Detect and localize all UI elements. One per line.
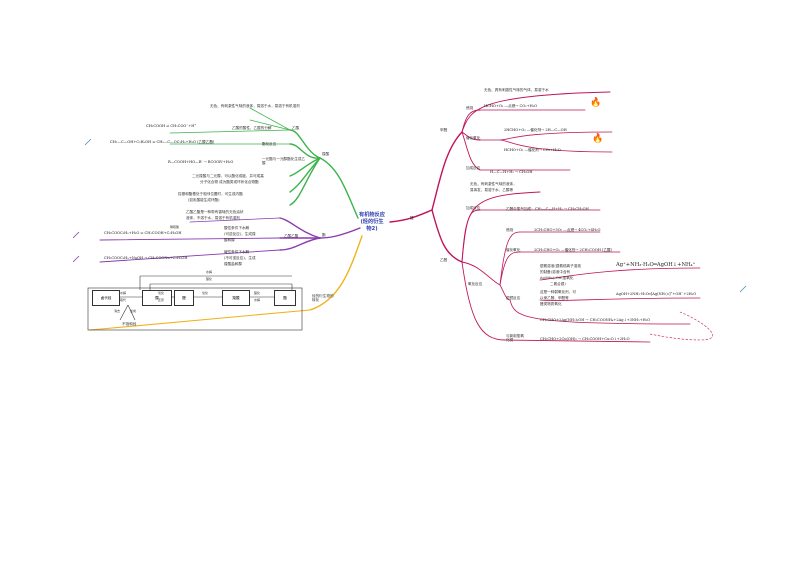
flow-top: 酯化 [206, 277, 213, 281]
flow-acid: 羧酸 [222, 290, 250, 306]
flow-unsat: 不饱和烃 [122, 322, 137, 326]
ch3cho-mirror: 银镜反应 [506, 296, 521, 300]
flow-sub: 取代 [120, 298, 127, 302]
acid-note-2: (如乳酸能生成环酯) [188, 198, 220, 202]
flow-hydro2: 水解 [254, 298, 261, 302]
ch3cho-cu: 与新制氢氧化铜 [506, 334, 524, 343]
hcho-cat-eq2: HCHO+O₂ —催化剂→ CO₂+H₂O [504, 148, 561, 152]
center-node: 有机物反应 (烃的衍生 物2) [358, 212, 386, 232]
mirror-desc-4: 二氨合银) [550, 282, 566, 286]
ester-base-label-2: (不可逆反应)，生成 [224, 256, 256, 260]
ch3cho-burn: 燃烧 [506, 228, 514, 232]
ch3cho-cat-eq: 2CH₃CHO+O₂ —催化剂→ 2CH₃COOH (乙酸) [534, 248, 613, 252]
mirror-eq: CH₃CHO+2Ag(NH₃)₂OH → CH₃COONH₄+2Ag↓+3NH₃… [540, 318, 651, 322]
acid-ionize-label: 乙酸的酸性、乙酸的分解 [232, 126, 272, 130]
acid-esterify-label: 酯化反应 [262, 142, 277, 146]
ester-base-label-3: 羧酸盐和醇 [224, 262, 242, 266]
ch3cho-cat: 催化氧化 [506, 248, 521, 252]
branch-relation: 烃的衍生物的转化 [312, 294, 334, 303]
center-title-3: 物2) [366, 225, 378, 232]
acid-sub: 乙酸 [292, 126, 300, 130]
hcho-cat-eq: 2HCHO+O₂ —催化剂→ 2H—C—OH [504, 128, 567, 132]
ester-acid-eq: CH₃COOC₂H₅+H₂O ⇌ CH₃COOH+C₂H₅OH [104, 231, 182, 235]
flame-icon: 🔥 [592, 134, 604, 144]
acid-di-2: 分子化合物 成为酯类或环状化合物酯 [200, 180, 259, 184]
flow-hydro: 水解 [120, 291, 127, 295]
branch-aldehyde: 醛 [410, 216, 414, 220]
mirror-desc-3: Ag(NH₃)₂OH(氢氧化 [540, 276, 574, 280]
center-title-2: (烃的衍生 [360, 218, 384, 225]
branch-acid: 羧酸 [322, 152, 330, 156]
mirror-desc-2: 的制备)溶液中含有 [540, 270, 571, 274]
hcho-add-eq: H—C—H+H₂ → CH₃OH [490, 170, 533, 174]
hcho-add: 加成反应 [466, 166, 481, 170]
acid-props: 无色、有刺激性气味的液体，易溶于水，易溶于有机溶剂 [210, 104, 300, 108]
ch3cho-props-2: 易挥发，易溶于水、乙醇等 [470, 188, 514, 192]
ch3cho-add: 加成反应 [466, 206, 481, 210]
hcho-burn-eq: HCHO+O₂ —点燃→ CO₂+H₂O [484, 104, 538, 108]
flow-oxid: 氧化 [158, 291, 165, 295]
acid-general-label: 一元酯与一元醇酯化生成乙酸 [262, 157, 306, 166]
hcho-cat: 催化氧化 [466, 136, 481, 140]
ester-acid-label-2: (可逆反应)，生成羧 [224, 232, 256, 236]
center-title-1: 有机物反应 [359, 212, 385, 218]
cu-eq: CH₃CHO+2Cu(OH)₂ → CH₃COOH+Cu₂O↓+2H₂O [540, 337, 630, 341]
hcho-burn: 燃烧 [466, 106, 474, 110]
ester-props-2: 液体，不溶于水，易溶于有机溶剂 [186, 216, 240, 220]
flame-icon: 🔥 [590, 98, 602, 108]
branch-hcho: 甲醛 [440, 128, 448, 132]
ester-props-1: 乙酸乙酯是一种带有香味的无色油状 [186, 210, 244, 214]
ch3cho-ox: 氧化反应 [468, 282, 483, 286]
flow-ester-label: 酯化 [254, 291, 261, 295]
mirror-desc-1: 银氨溶液(银氨络离子溶液 [540, 264, 581, 268]
ester-acid-cond: 稀硫酸 [170, 225, 180, 229]
flow-ester: 酯 [274, 290, 296, 306]
mirror-desc-7: 醛类物质氧化 [540, 302, 562, 306]
ester-base-eq: CH₃COOC₂H₅+NaOH → CH₃COONa+C₂H₅OH [104, 256, 188, 260]
ag-eq-1: Ag⁺+NH₃·H₂O═AgOH↓+NH₄⁺ [616, 262, 696, 268]
ester-base-label-1: 碱性条件下水解 [224, 250, 250, 254]
flow-elim: 消去 [114, 309, 121, 313]
ester-acid-label-1: 酸性条件下水解 [224, 226, 250, 230]
flow-aldehyde: 醛 [174, 290, 194, 306]
ch3cho-burn-eq: 2CH₃CHO+5O₂ —点燃→ 4CO₂+4H₂O [534, 228, 601, 232]
ag-eq-2: AgOH+2NH₃·H₂O═[Ag(NH₃)₂]⁺+OH⁻+2H₂O [616, 292, 697, 296]
mirror-desc-5: 这是一种弱氧化剂，可 [540, 290, 576, 294]
flow-haloalkane: 卤代烃 [92, 290, 120, 306]
acid-di-1: 二元羧酸与二元醇，可以酯化成链，并可成高 [192, 174, 264, 178]
mirror-desc-6: 以使乙醛、甲醛等 [540, 296, 569, 300]
acid-note-1: 羟基和酯基处于相邻位置时，可生成内酯 [178, 192, 243, 196]
ch3cho-props-1: 无色，有刺激性气味的液体， [470, 182, 517, 186]
flow-alcohol: 醇 [142, 290, 172, 306]
acid-general: R—COOH+HO—R' → RCOOR'+H₂O [168, 160, 234, 164]
flow-add: 加成 [130, 309, 137, 313]
ester-label: 乙酸乙酯 [284, 234, 299, 238]
flow-top2: 水解 [206, 270, 213, 274]
hcho-props: 无色、具有刺激性气味的气体，易溶于水 [484, 88, 549, 92]
ch3cho-add-eq: 乙醛与氢气加成：CH₃—C—H+H₂ → CH₃CH₂OH [506, 207, 589, 211]
flow-ox2: 氧化 [202, 291, 209, 295]
acid-ionize: CH₃COOH ⇌ CH₃COO⁻+H⁺ [146, 124, 197, 128]
branch-ester: 酯 [322, 233, 326, 237]
branch-ch3cho: 乙醛 [440, 258, 448, 262]
flow-red: 还原 [158, 298, 165, 302]
acid-esterify: CH₃—C—OH+C₂H₅OH ⇌ CH₃—C—OC₂H₅+H₂O (乙酸乙酯) [110, 140, 215, 144]
ester-acid-label-3: 酸和醇 [224, 238, 235, 242]
